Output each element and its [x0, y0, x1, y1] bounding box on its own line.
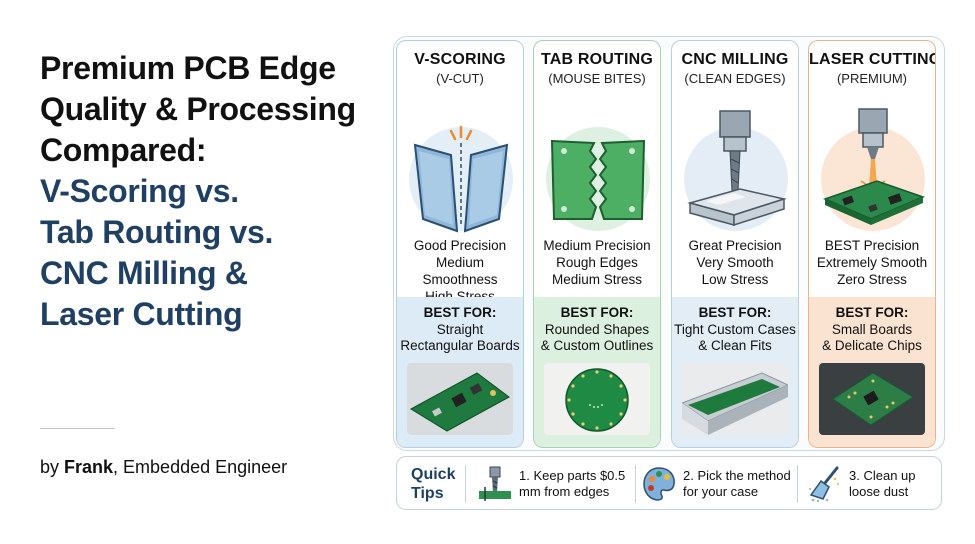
best-for-line: Small Boards — [831, 322, 913, 337]
stat-stress: Medium Stress — [551, 272, 643, 287]
stat-smoothness: Medium Smoothness — [422, 255, 498, 287]
small-pcb-photo — [819, 363, 925, 435]
card-title: TAB ROUTING — [540, 51, 654, 68]
tip-text-line: loose dust — [849, 484, 909, 499]
card-subtitle: (CLEAN EDGES) — [684, 71, 786, 86]
best-for-line: & Clean Fits — [698, 338, 772, 353]
card-v-scoring: V-SCORING (V-CUT) Good Precision Medium … — [396, 40, 524, 448]
best-for-label: BEST FOR: — [560, 305, 634, 320]
tip-text-line: for your case — [683, 484, 759, 499]
card-stats: Medium Precision Rough Edges Medium Stre… — [534, 237, 660, 288]
card-subtitle: (MOUSE BITES) — [548, 71, 646, 86]
tips-separator — [797, 465, 798, 503]
best-for-section: BEST FOR: Tight Custom Cases & Clean Fit… — [672, 297, 798, 447]
tab-routing-illustration — [546, 127, 650, 231]
title-line-highlight: V-Scoring vs. — [40, 173, 239, 209]
card-stats: Great Precision Very Smooth Low Stress — [672, 237, 798, 288]
pcb-photo — [407, 363, 513, 435]
stat-smoothness: Very Smooth — [696, 255, 774, 270]
v-scoring-illustration — [409, 125, 513, 233]
tip-text: 2. Pick the method for your case — [683, 468, 791, 500]
author-name: Frank — [64, 457, 114, 477]
best-for-line: Rectangular Boards — [400, 338, 520, 353]
best-for-label: BEST FOR: — [698, 305, 772, 320]
best-for-text: Rounded Shapes & Custom Outlines — [534, 322, 660, 354]
divider — [40, 428, 115, 429]
stat-precision: BEST Precision — [824, 238, 920, 253]
card-stats: BEST Precision Extremely Smooth Zero Str… — [809, 237, 935, 288]
best-for-text: Small Boards & Delicate Chips — [809, 322, 935, 354]
stat-stress: Zero Stress — [837, 272, 907, 287]
title-line: Compared: — [40, 132, 207, 168]
best-for-line: & Delicate Chips — [822, 338, 922, 353]
tip-text: 3. Clean up loose dust — [849, 468, 916, 500]
best-for-line: Tight Custom Cases — [674, 322, 796, 337]
best-for-label: BEST FOR: — [423, 305, 497, 320]
title-line-highlight: Laser Cutting — [40, 296, 243, 332]
brush-icon — [809, 466, 839, 503]
cnc-milling-illustration — [684, 110, 788, 231]
card-header: CNC MILLING (CLEAN EDGES) — [672, 51, 798, 86]
card-tab-routing: TAB ROUTING (MOUSE BITES) Medium Precisi… — [533, 40, 661, 448]
best-for-text: Tight Custom Cases & Clean Fits — [672, 322, 798, 354]
best-for-label: BEST FOR: — [835, 305, 909, 320]
best-for-line: Rounded Shapes — [544, 322, 650, 337]
title-line: Premium PCB Edge — [40, 50, 336, 86]
best-for-section: BEST FOR: Straight Rectangular Boards — [397, 297, 523, 447]
best-for-text: Straight Rectangular Boards — [397, 322, 523, 354]
card-title: CNC MILLING — [681, 51, 789, 68]
round-pcb-photo — [544, 363, 650, 435]
stat-precision: Great Precision — [688, 238, 782, 253]
quick-tips-bar: Quick Tips 1. Keep parts $0.5 mm from ed… — [396, 456, 942, 510]
card-stats: Good Precision Medium Smoothness High St… — [397, 237, 523, 305]
title-line: Quality & Processing — [40, 91, 356, 127]
stat-smoothness: Extremely Smooth — [816, 255, 928, 270]
best-for-line: Straight — [436, 322, 484, 337]
milling-bit-icon — [479, 466, 511, 501]
enclosure-photo — [682, 363, 788, 435]
card-title: LASER CUTTING — [809, 51, 936, 68]
tip-text: 1. Keep parts $0.5 mm from edges — [519, 468, 625, 500]
laser-cutting-illustration — [821, 108, 926, 231]
tip-text-line: mm from edges — [519, 484, 610, 499]
quick-tips-label-line: Tips — [411, 485, 444, 502]
stat-stress: Low Stress — [701, 272, 769, 287]
card-laser-cutting: LASER CUTTING (PREMIUM) BEST Precision E… — [808, 40, 936, 448]
title-line-highlight: CNC Milling & — [40, 255, 248, 291]
best-for-line: & Custom Outlines — [540, 338, 654, 353]
card-cnc-milling: CNC MILLING (CLEAN EDGES) Great Precisio… — [671, 40, 799, 448]
tips-separator — [635, 465, 636, 503]
title-line-highlight: Tab Routing vs. — [40, 214, 274, 250]
tip-text-line: 2. Pick the method — [683, 468, 791, 483]
best-for-section: BEST FOR: Small Boards & Delicate Chips — [809, 297, 935, 447]
stat-smoothness: Rough Edges — [556, 255, 638, 270]
palette-icon — [643, 467, 675, 501]
card-subtitle: (PREMIUM) — [836, 71, 908, 86]
card-header: TAB ROUTING (MOUSE BITES) — [534, 51, 660, 86]
stat-precision: Medium Precision — [543, 238, 651, 253]
stat-precision: Good Precision — [413, 238, 507, 253]
quick-tips-label: Quick Tips — [411, 465, 455, 503]
card-subtitle: (V-CUT) — [436, 71, 484, 86]
card-header: V-SCORING (V-CUT) — [397, 51, 523, 86]
best-for-section: BEST FOR: Rounded Shapes & Custom Outlin… — [534, 297, 660, 447]
card-header: LASER CUTTING (PREMIUM) — [809, 51, 935, 86]
tips-separator — [465, 465, 466, 503]
page-title: Premium PCB Edge Quality & Processing Co… — [40, 48, 390, 335]
tip-text-line: 1. Keep parts $0.5 — [519, 468, 626, 483]
byline: by Frank, Embedded Engineer — [40, 457, 287, 478]
card-title: V-SCORING — [414, 51, 506, 68]
byline-prefix: by — [40, 457, 65, 477]
tip-text-line: 3. Clean up — [849, 468, 916, 483]
quick-tips-label-line: Quick — [411, 466, 456, 483]
byline-suffix: , Embedded Engineer — [113, 457, 288, 477]
